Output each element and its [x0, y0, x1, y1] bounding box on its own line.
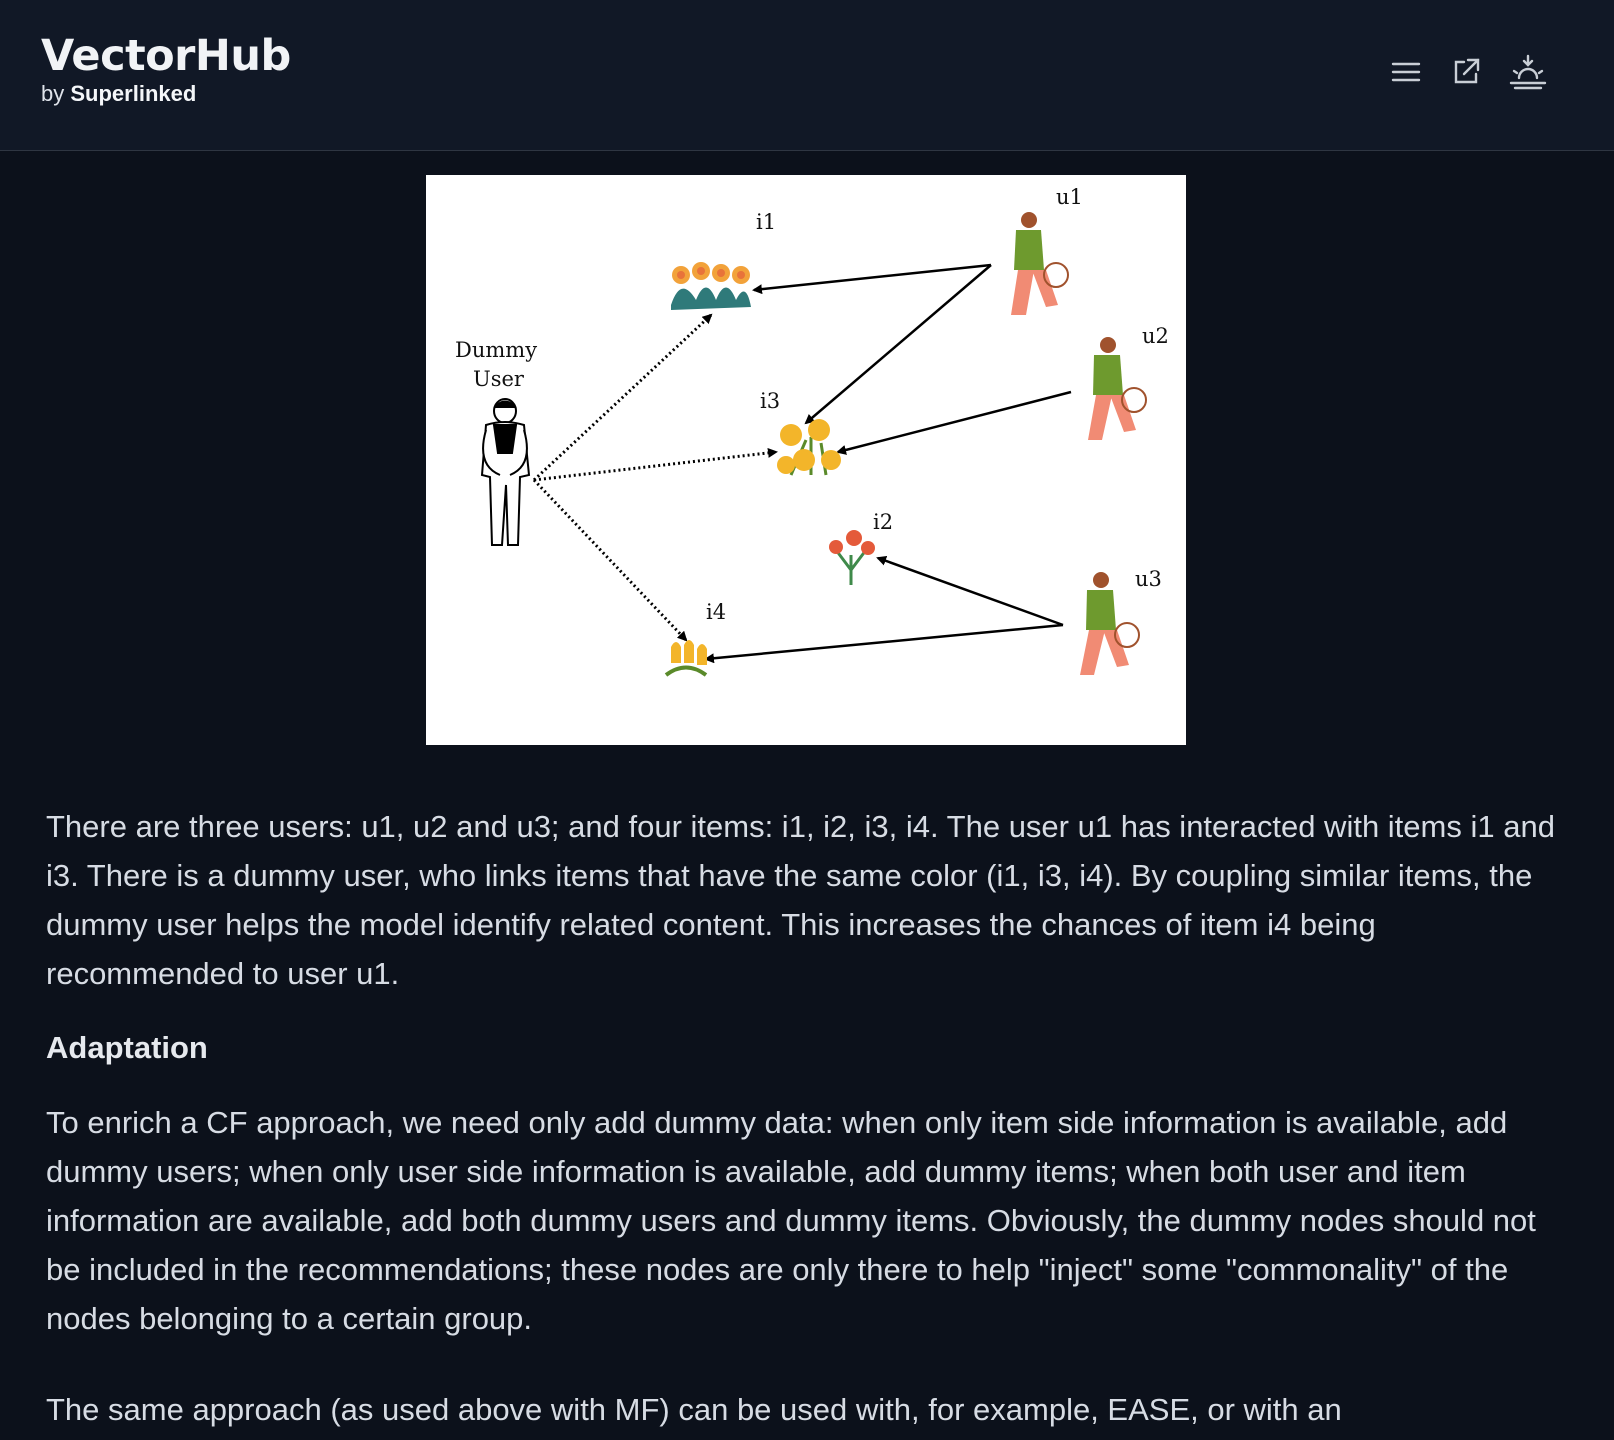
label-i3: i3	[760, 389, 780, 413]
label-dummy-line2: User	[473, 367, 525, 391]
item-i1-icon	[671, 262, 751, 310]
paragraph-intro: There are three users: u1, u2 and u3; an…	[46, 809, 1555, 991]
menu-icon[interactable]	[1388, 54, 1424, 90]
item-i4-icon	[664, 640, 708, 677]
edge-dummy-i4	[532, 478, 688, 642]
label-i2: i2	[873, 510, 893, 534]
article-body: There are three users: u1, u2 and u3; an…	[46, 802, 1576, 1434]
label-u1: u1	[1056, 185, 1083, 209]
edge-dummy-i3	[533, 447, 778, 482]
diagram-svg: Dummy User i1 i3 i2 i4 u1 u2 u3	[455, 185, 1169, 677]
edge-u1-i1	[752, 263, 992, 295]
label-i4: i4	[706, 600, 726, 624]
user-u1-icon	[1011, 212, 1069, 315]
user-edges	[704, 263, 1072, 664]
edge-u2-i3	[836, 390, 1072, 455]
brand-logo[interactable]: VectorHub by Superlinked	[41, 31, 291, 107]
brand-by: by	[41, 81, 65, 107]
header-toolbar	[1388, 54, 1548, 90]
edge-u3-i2	[876, 556, 1064, 627]
user-u3-icon	[1080, 572, 1140, 675]
item-i3-icon	[777, 419, 841, 476]
edge-u1-i3	[804, 264, 992, 425]
brand-title: VectorHub	[41, 31, 291, 81]
site-header: VectorHub by Superlinked	[0, 0, 1614, 151]
label-dummy-line1: Dummy	[455, 338, 537, 362]
label-u3: u3	[1135, 567, 1162, 591]
item-i2-icon	[829, 530, 875, 585]
label-i1: i1	[756, 210, 776, 234]
user-u2-icon	[1088, 337, 1147, 440]
paragraph-adaptation: To enrich a CF approach, we need only ad…	[46, 1105, 1536, 1336]
paragraph-same-approach: The same approach (as used above with MF…	[46, 1392, 1342, 1427]
external-link-icon[interactable]	[1448, 54, 1484, 90]
brand-company: Superlinked	[70, 81, 197, 107]
section-heading-adaptation: Adaptation	[46, 1030, 208, 1065]
brand-subtitle: by Superlinked	[41, 81, 291, 107]
dummy-user-edges	[532, 313, 778, 642]
label-u2: u2	[1142, 324, 1169, 348]
edge-dummy-i1	[532, 313, 713, 482]
dummy-user-diagram: Dummy User i1 i3 i2 i4 u1 u2 u3	[426, 175, 1186, 745]
theme-toggle-icon[interactable]	[1508, 54, 1548, 90]
dummy-user-icon	[480, 398, 531, 546]
edge-u3-i4	[704, 623, 1064, 664]
